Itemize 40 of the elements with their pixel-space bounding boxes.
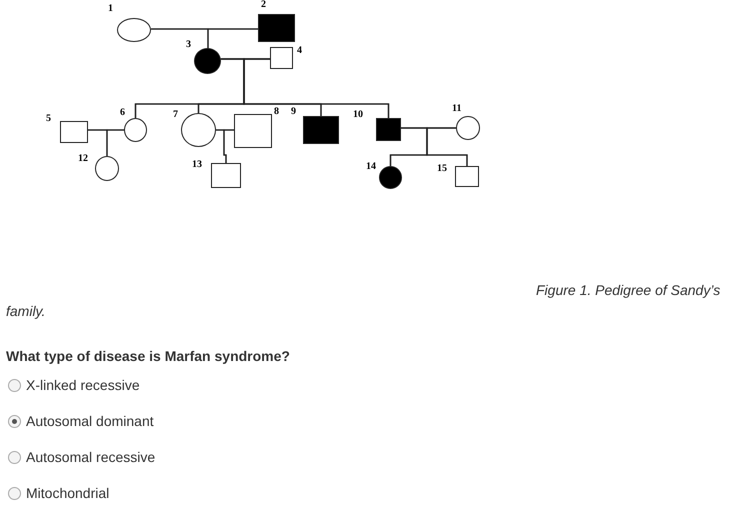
individual-number: 4: [297, 46, 302, 56]
figure-caption: Figure 1. Pedigree of Sandy’s family.: [5, 281, 722, 321]
individual-number: 1: [108, 4, 113, 14]
female-symbol: [456, 116, 480, 140]
affected-male-symbol: [303, 116, 339, 144]
individual-number: 2: [261, 0, 266, 10]
individual-number: 7: [173, 110, 178, 120]
female-symbol: [95, 156, 119, 181]
answer-option: Mitochondrial: [26, 483, 110, 504]
pedigree-line: [106, 129, 124, 156]
female-symbol: [181, 113, 216, 147]
male-symbol: [455, 166, 479, 187]
answer-option: Autosomal recessive: [26, 447, 156, 468]
individual-number: 9: [291, 107, 296, 117]
male-symbol: [211, 163, 241, 188]
individual-number: 3: [186, 40, 191, 50]
individual-number: 13: [192, 160, 202, 170]
answer-option: X-linked recessive: [26, 375, 140, 396]
pedigree-line: [426, 127, 468, 166]
male-symbol: [60, 121, 88, 143]
pedigree-line: [223, 129, 234, 163]
male-symbol: [270, 47, 293, 69]
individual-number: 14: [366, 162, 376, 172]
male-symbol: [234, 114, 272, 148]
individual-number: 5: [46, 114, 51, 124]
affected-female-symbol: [379, 166, 402, 189]
answer-option: Autosomal dominant: [26, 411, 154, 432]
affected-male-symbol: [258, 14, 295, 42]
individual-number: 11: [452, 104, 462, 114]
individual-number: 10: [353, 110, 363, 120]
female-symbol: [117, 18, 151, 42]
individual-number: 8: [274, 107, 279, 117]
question-text: What type of disease is Marfan syndrome?: [6, 347, 290, 366]
pedigree-line: [206, 28, 258, 49]
individual-number: 6: [120, 108, 125, 118]
individual-number: 12: [78, 154, 88, 164]
affected-male-symbol: [376, 118, 401, 141]
affected-female-symbol: [194, 48, 221, 74]
female-symbol: [124, 118, 147, 142]
individual-number: 15: [437, 164, 447, 174]
